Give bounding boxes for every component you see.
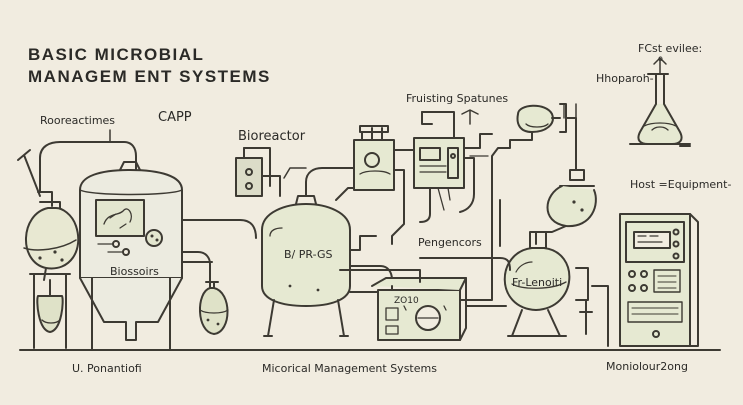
control-monitor: [353, 125, 415, 245]
fruisting-equipment: [413, 109, 493, 223]
label-hhoparoh: Hhoparoh-: [596, 72, 654, 85]
horizontal-flask: [491, 103, 577, 287]
condenser-flask: [535, 169, 597, 245]
label-host-equipment: Host =Equipment-: [630, 178, 732, 191]
label-fcst-evilee: FCst evilee:: [638, 42, 703, 55]
label-fcst-sub: o: [658, 54, 663, 63]
label-panel-text: ZO10: [394, 296, 419, 306]
label-bottom-right: Moniolour2ong: [606, 360, 688, 373]
label-pengencors: Pengencors: [418, 236, 482, 249]
label-rooreactimes: Rooreactimes: [40, 114, 116, 127]
pipe-bioreactor-top: [305, 167, 357, 197]
label-bottom-left: U. Ponantiofi: [72, 362, 142, 375]
small-flask: [198, 281, 229, 335]
label-bottom-center: Micorical Management Systems: [262, 362, 437, 375]
label-bioreactor-vessel: B/ PR-GS: [284, 248, 333, 261]
equipment-cabinet: [619, 213, 699, 347]
label-flask-vessel: Fr-Lenoiti: [512, 276, 563, 289]
main-tank: [79, 161, 183, 351]
pipe-lower-connect: [339, 269, 421, 283]
pipe-flask-tank: [39, 141, 137, 193]
label-bioreactor: Bioreactor: [238, 129, 306, 144]
diagram-title-line2: MANAGEM ENT SYSTEMS: [28, 67, 271, 86]
erlenmeyer-flask: [629, 57, 691, 147]
diagram-title-line1: BASIC MICROBIAL: [28, 45, 205, 64]
bioreactor-vessel: [261, 195, 351, 337]
label-fruisting-spatunes: Fruisting Spatunes: [406, 92, 509, 105]
control-panel: [371, 277, 507, 341]
label-capp: CAPP: [158, 110, 192, 125]
sensor-box: [235, 147, 281, 197]
round-flask-left: [17, 149, 80, 349]
pipe-tank-upper: [181, 219, 257, 239]
label-biossoirs: Biossoirs: [110, 265, 159, 278]
round-flask-right: [503, 231, 593, 337]
